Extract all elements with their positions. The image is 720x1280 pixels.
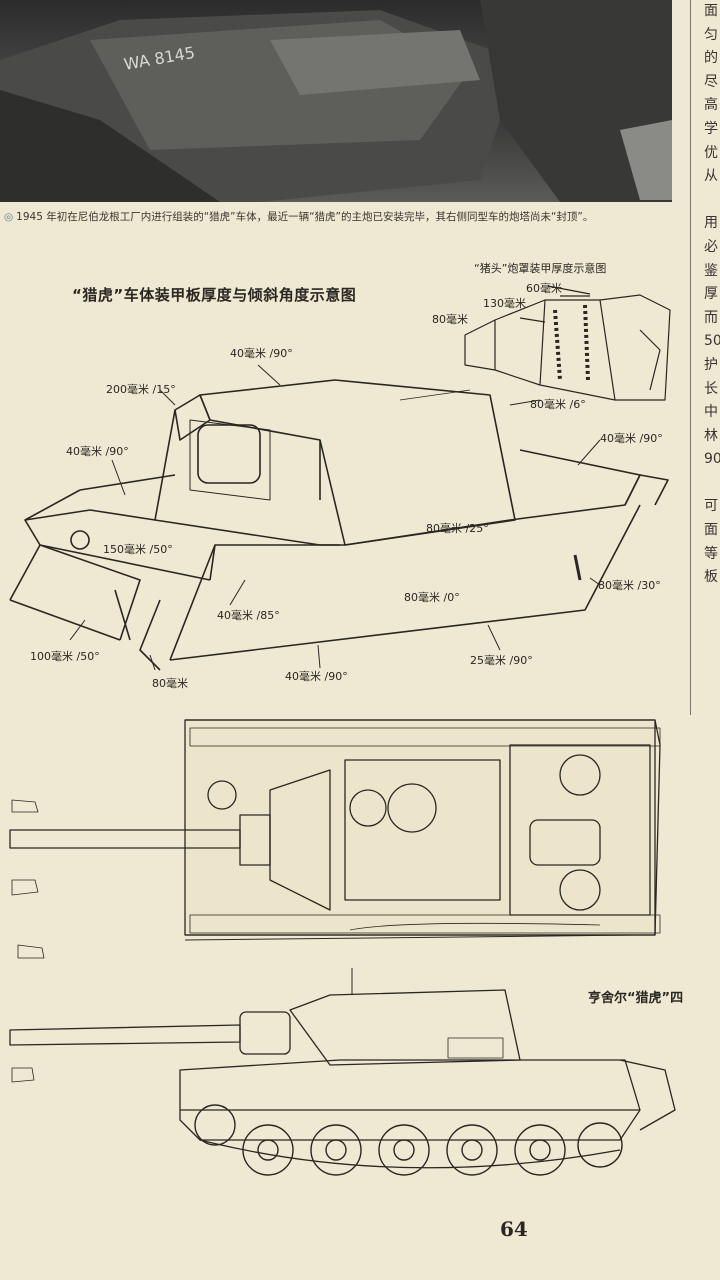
hull-isometric — [9, 379, 669, 671]
photo-caption: ◎1945 年初在尼伯龙根工厂内进行组装的“猎虎”车体，最近一辆“猎虎”的主炮已… — [4, 209, 672, 226]
side-column-line: 尽 — [704, 73, 718, 90]
side-column-line: 面 — [704, 522, 718, 539]
side-column-line: 厚 — [704, 286, 718, 303]
side-column-line: 用 — [704, 215, 718, 232]
side-column-line: 林 — [704, 427, 718, 444]
side-column-line: 学 — [704, 120, 718, 137]
side-column-line: 的 — [704, 50, 718, 67]
armor-label: 40毫米 /90° — [600, 432, 663, 445]
armor-label: 100毫米 /50° — [30, 650, 100, 663]
armor-label: 40毫米 /90° — [66, 445, 129, 458]
inset-armor-label: 130毫米 — [483, 297, 526, 310]
armor-label: 40毫米 /85° — [217, 609, 280, 622]
side-column-line: 必 — [704, 238, 718, 255]
page-number: 64 — [500, 1217, 528, 1241]
diagram-title: “猎虎”车体装甲板厚度与倾斜角度示意图 — [72, 286, 357, 304]
side-column-line: 中 — [704, 404, 718, 421]
leader-lines — [69, 364, 601, 671]
side-view-drawing — [9, 968, 676, 1169]
armor-label: 25毫米 /90° — [470, 654, 533, 667]
side-column-line: 50 — [704, 333, 720, 350]
top-view-drawing — [9, 719, 661, 959]
side-column-line: 板 — [704, 569, 718, 586]
side-column-line: 护 — [704, 356, 718, 373]
side-column-line: 可 — [704, 498, 718, 515]
armor-label: 200毫米 /15° — [106, 383, 176, 396]
armor-label: 80毫米 — [152, 677, 188, 690]
inset-title: “猪头”炮罩装甲厚度示意图 — [474, 262, 607, 275]
side-column-line: 从 — [704, 168, 718, 185]
section-heading: 亨舍尔“猎虎”四 — [588, 991, 684, 1006]
side-column-line: 优 — [704, 144, 718, 161]
armor-label: 40毫米 /90° — [285, 670, 348, 683]
side-column-line: 面 — [704, 3, 718, 19]
side-column-line: 高 — [704, 97, 718, 114]
armor-label: 80毫米 /0° — [404, 591, 460, 604]
side-column-line: 而 — [704, 309, 718, 326]
side-column-line: 90 — [704, 451, 720, 468]
side-column-line: 匀 — [704, 26, 718, 43]
armor-label: 40毫米 /90° — [230, 347, 293, 360]
armor-label: 80毫米 /30° — [598, 579, 661, 592]
inset-armor-label: 60毫米 — [526, 282, 562, 295]
caption-text: 1945 年初在尼伯龙根工厂内进行组装的“猎虎”车体，最近一辆“猎虎”的主炮已安… — [16, 211, 594, 223]
tank-photo: WA 8145 — [0, 0, 672, 202]
inset-armor-label: 80毫米 — [432, 313, 468, 326]
side-column-line: 等 — [704, 545, 718, 562]
caption-mark: ◎ — [4, 211, 14, 223]
armor-label: 150毫米 /50° — [103, 543, 173, 556]
side-column-line: 长 — [704, 380, 718, 397]
side-column-line: 鉴 — [704, 262, 718, 279]
armor-label: 80毫米 /25° — [426, 522, 489, 535]
armor-label: 80毫米 /6° — [530, 398, 586, 411]
inset-mantlet-drawing — [464, 285, 671, 401]
road-wheels — [194, 1104, 623, 1176]
column-divider — [690, 0, 691, 715]
